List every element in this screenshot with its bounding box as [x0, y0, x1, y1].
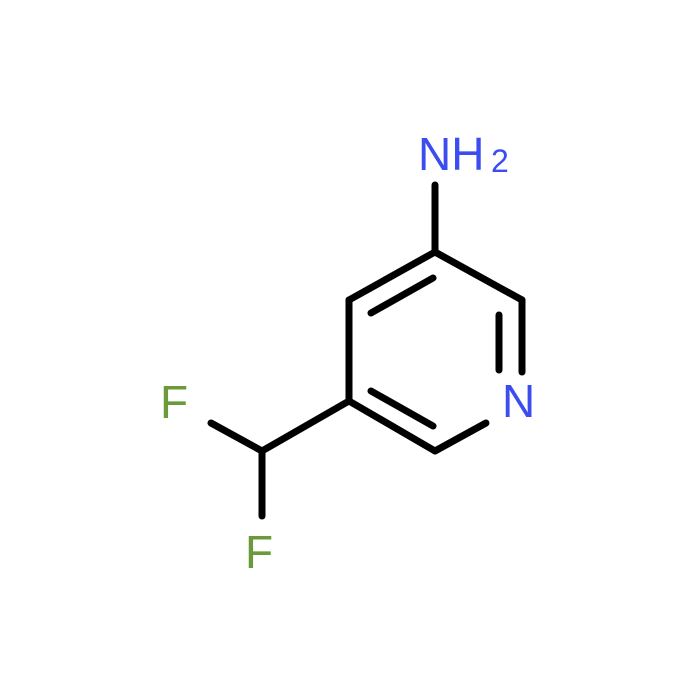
bond-c5-ch	[258, 397, 353, 455]
bond-n1-c6	[431, 419, 490, 455]
bond-c6-c5	[345, 397, 439, 455]
bond-ch-f-top	[207, 419, 266, 455]
bond-group	[207, 181, 526, 520]
fluorine-bottom-label: F	[245, 526, 273, 578]
fluorine-top-label: F	[160, 376, 188, 428]
bond-c4-c3-inner	[367, 274, 437, 317]
bond-c4-c3	[345, 248, 439, 304]
bond-c6-c5-inner	[367, 387, 437, 430]
ring-nitrogen-label: N	[502, 375, 535, 427]
bond-c3-c2	[431, 248, 526, 304]
amine-subscript: 2	[491, 143, 509, 179]
amine-symbol: NH	[418, 128, 484, 180]
amine-label: NH 2	[418, 128, 509, 180]
